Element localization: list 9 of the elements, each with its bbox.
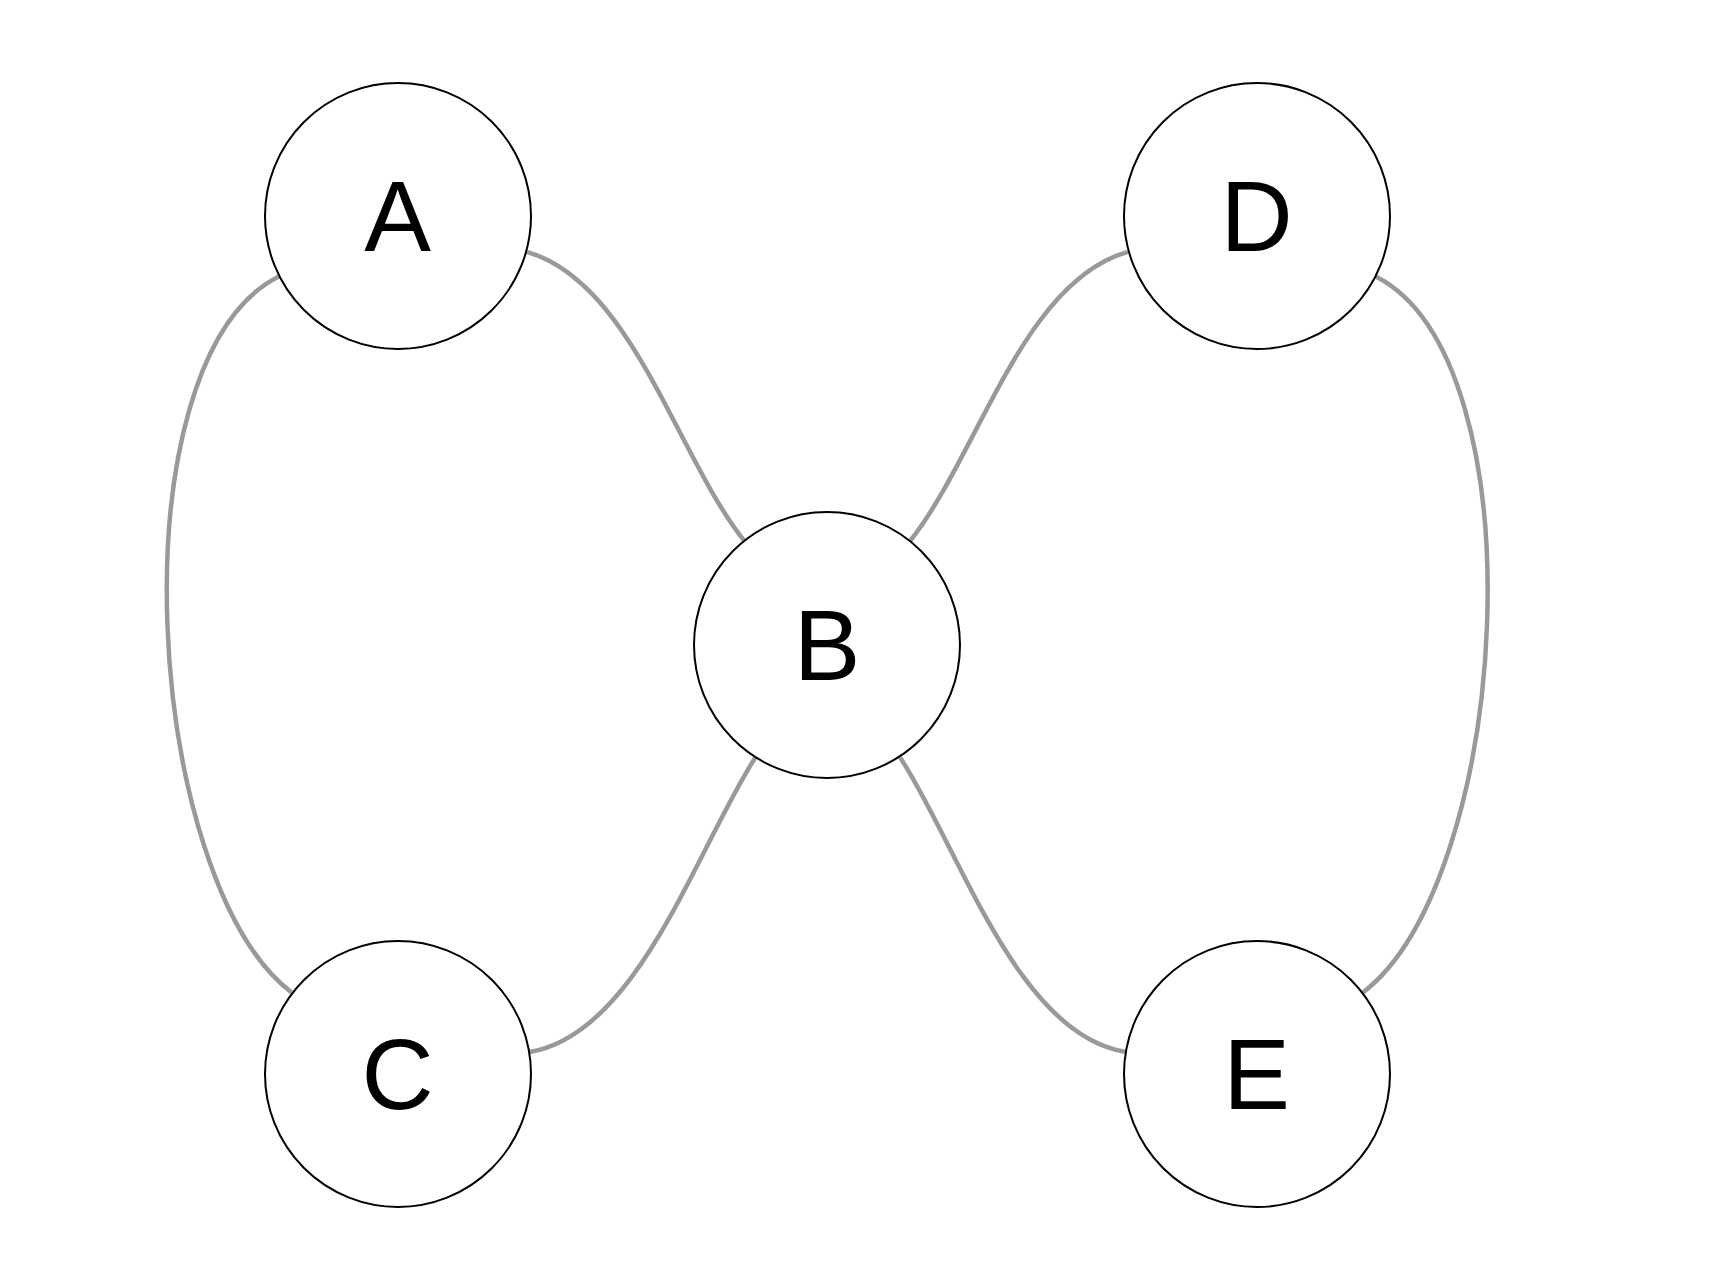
node-label: A: [364, 165, 432, 266]
node-label: B: [793, 595, 861, 696]
node-label: D: [1220, 165, 1293, 266]
connector-line: [525, 249, 746, 542]
node-label: C: [361, 1023, 434, 1124]
node-label: E: [1223, 1023, 1291, 1124]
connector-line: [1361, 274, 1490, 995]
connector-line: [165, 274, 294, 995]
connector-line: [908, 249, 1129, 542]
